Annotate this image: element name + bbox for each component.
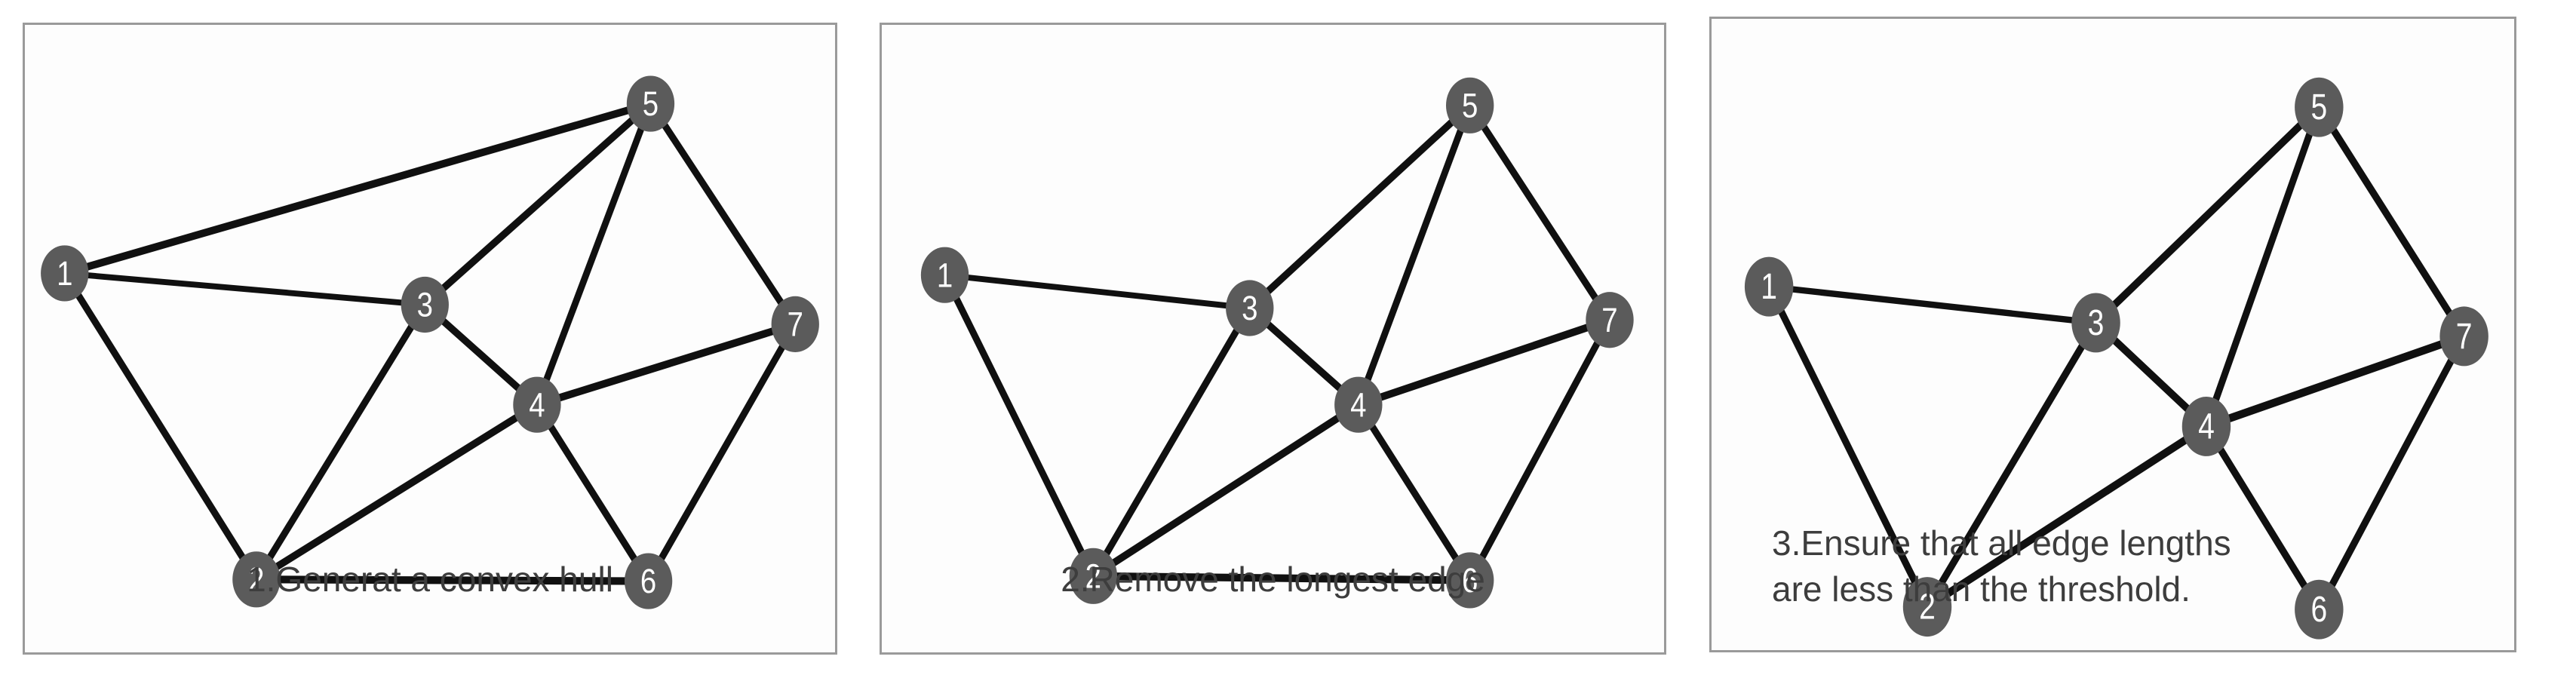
node-4[interactable] bbox=[513, 376, 561, 433]
node-label-6: 6 bbox=[1462, 561, 1478, 600]
node-2[interactable] bbox=[1902, 577, 1952, 637]
node-group-step-3: 1 2 3 4 5 6 7 bbox=[1744, 77, 2488, 640]
edge-3-2 bbox=[253, 300, 428, 584]
edge-5-4 bbox=[2203, 103, 2323, 431]
node-1[interactable] bbox=[920, 247, 969, 303]
node-7[interactable] bbox=[2439, 306, 2488, 367]
node-label-3: 3 bbox=[1242, 289, 1257, 327]
node-label-1: 1 bbox=[1761, 266, 1777, 307]
node-label-1: 1 bbox=[57, 254, 72, 293]
node-1[interactable] bbox=[41, 245, 89, 302]
node-label-7: 7 bbox=[1601, 301, 1617, 339]
node-3[interactable] bbox=[401, 276, 449, 333]
panel-step-3: 1 2 3 4 5 6 7 3.Ensure that all edge len… bbox=[1709, 17, 2516, 652]
node-label-4: 4 bbox=[2198, 406, 2215, 447]
node-7[interactable] bbox=[1586, 292, 1634, 348]
edge-1-3 bbox=[942, 272, 1253, 311]
edge-3-5 bbox=[1246, 101, 1473, 312]
node-label-2: 2 bbox=[1919, 587, 1936, 627]
caption-step-3: 3.Ensure that all edge lengths are less … bbox=[1772, 523, 2231, 609]
edge-1-2 bbox=[1765, 282, 1931, 611]
panel-step-2: 1 2 3 4 5 6 7 2.Remove the longest edge bbox=[880, 23, 1666, 655]
node-label-7: 7 bbox=[2456, 316, 2473, 357]
node-5[interactable] bbox=[1445, 77, 1494, 133]
graph-step-2: 1 2 3 4 5 6 7 bbox=[882, 25, 1664, 652]
node-group-step-2: 1 2 3 4 5 6 7 bbox=[920, 77, 1634, 609]
node-label-3: 3 bbox=[2088, 302, 2105, 343]
node-group-step-1: 1 2 3 4 5 6 7 bbox=[41, 75, 819, 609]
node-5[interactable] bbox=[2295, 77, 2344, 137]
node-label-5: 5 bbox=[643, 84, 659, 123]
edge-6-7 bbox=[645, 320, 799, 585]
edge-1-3 bbox=[62, 270, 428, 308]
node-label-6: 6 bbox=[2310, 589, 2327, 630]
node-label-4: 4 bbox=[1350, 385, 1366, 424]
edge-group-step-2 bbox=[941, 101, 1613, 584]
edge-group-step-3 bbox=[1765, 103, 2468, 614]
graph-svg-step-3: 1 2 3 4 5 6 7 bbox=[1744, 77, 2488, 640]
node-3[interactable] bbox=[2071, 293, 2120, 353]
edge-6-7 bbox=[2315, 332, 2468, 614]
edge-4-6 bbox=[533, 400, 652, 585]
node-label-1: 1 bbox=[937, 256, 953, 294]
node-5[interactable] bbox=[626, 75, 675, 132]
graph-step-1: 1 2 3 4 5 6 7 bbox=[25, 25, 835, 652]
edge-5-7 bbox=[647, 100, 799, 328]
edge-1-2 bbox=[61, 269, 260, 584]
edge-5-7 bbox=[2315, 103, 2468, 341]
edge-3-2 bbox=[1924, 318, 2099, 611]
edge-1-5 bbox=[61, 100, 654, 278]
graph-svg-step-2: 1 2 3 4 5 6 7 bbox=[920, 77, 1634, 609]
caption-step-2: 2.Remove the longest edge bbox=[1061, 560, 1485, 599]
node-label-7: 7 bbox=[788, 305, 803, 344]
edge-5-4 bbox=[1355, 101, 1473, 409]
node-6[interactable] bbox=[624, 553, 673, 609]
node-2[interactable] bbox=[232, 551, 281, 608]
node-label-2: 2 bbox=[248, 560, 264, 599]
edge-3-5 bbox=[421, 100, 654, 309]
graph-step-3: 1 2 3 4 5 6 7 bbox=[1712, 19, 2514, 650]
node-6[interactable] bbox=[1445, 552, 1494, 609]
edge-group-step-1 bbox=[61, 100, 799, 585]
edge-1-3 bbox=[1766, 283, 2099, 327]
node-4[interactable] bbox=[2181, 397, 2231, 456]
node-label-5: 5 bbox=[2310, 87, 2327, 127]
graph-svg-step-1: 1 2 3 4 5 6 7 bbox=[41, 75, 819, 609]
edge-2-6 bbox=[253, 575, 652, 585]
edge-4-7 bbox=[2203, 332, 2468, 431]
node-label-5: 5 bbox=[1462, 87, 1478, 125]
panel-step-1: 1 2 3 4 5 6 7 1.Generat a convex hull bbox=[23, 23, 837, 655]
edge-4-7 bbox=[533, 320, 799, 409]
edge-3-5 bbox=[2092, 103, 2323, 327]
node-label-3: 3 bbox=[417, 286, 433, 324]
edge-4-2 bbox=[1090, 400, 1362, 580]
node-1[interactable] bbox=[1744, 256, 1794, 317]
node-2[interactable] bbox=[1069, 548, 1118, 604]
node-6[interactable] bbox=[2295, 579, 2344, 640]
edge-4-6 bbox=[2203, 422, 2323, 614]
node-label-6: 6 bbox=[640, 562, 656, 600]
node-4[interactable] bbox=[1334, 376, 1383, 433]
node-label-2: 2 bbox=[1085, 557, 1101, 596]
edge-5-4 bbox=[533, 100, 654, 409]
edge-6-7 bbox=[1466, 316, 1613, 584]
edge-5-7 bbox=[1466, 101, 1613, 324]
edge-3-2 bbox=[1090, 304, 1254, 580]
edge-4-7 bbox=[1355, 316, 1613, 409]
edge-4-2 bbox=[1924, 422, 2210, 611]
edge-4-2 bbox=[253, 400, 541, 584]
node-3[interactable] bbox=[1226, 280, 1274, 336]
node-7[interactable] bbox=[771, 296, 819, 352]
edge-2-6 bbox=[1090, 572, 1473, 584]
caption-step-1: 1.Generat a convex hull bbox=[247, 560, 613, 599]
edge-1-2 bbox=[941, 271, 1097, 580]
edge-4-6 bbox=[1355, 400, 1473, 584]
node-label-4: 4 bbox=[529, 385, 545, 424]
